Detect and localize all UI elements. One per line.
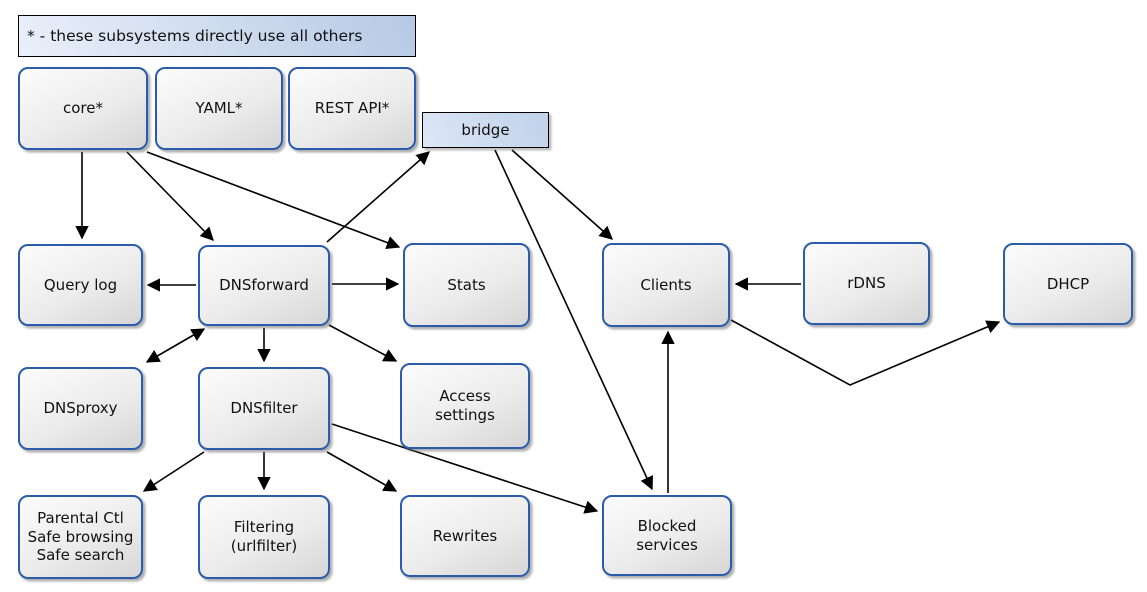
node-dnsproxy-label: DNSproxy xyxy=(43,399,118,418)
legend-text: * - these subsystems directly use all ot… xyxy=(27,27,363,45)
edge-clients-to-dhcp xyxy=(730,319,1001,386)
node-rewrites-label: Rewrites xyxy=(432,526,498,545)
node-restapi-label: REST API* xyxy=(314,99,390,118)
node-dnsforward-label: DNSforward xyxy=(219,276,309,295)
node-stats-label: Stats xyxy=(447,275,486,294)
node-core-label: core* xyxy=(63,99,103,118)
node-dnsfilter: DNSfilter xyxy=(198,367,330,450)
node-bridge: bridge xyxy=(422,112,549,148)
edge-bridge-to-clients xyxy=(511,149,614,240)
node-filtering: Filtering (urlfilter) xyxy=(198,495,330,579)
node-access: Access settings xyxy=(400,363,530,449)
node-clients: Clients xyxy=(602,243,730,327)
node-parental: Parental Ctl Safe browsing Safe search xyxy=(18,495,143,579)
node-rdns-label: rDNS xyxy=(847,274,886,293)
node-dnsfilter-label: DNSfilter xyxy=(230,399,298,418)
node-yaml-label: YAML* xyxy=(195,99,243,118)
node-access-label: Access settings xyxy=(435,387,495,424)
edge-dnsforward-to-access xyxy=(328,324,398,362)
legend-note: * - these subsystems directly use all ot… xyxy=(18,15,416,57)
node-blocked-label: Blocked services xyxy=(636,516,698,554)
edge-dnsforward-to-bridge xyxy=(326,151,431,243)
edge-dnsfilter-to-rewrites xyxy=(326,451,398,492)
edge-core-to-dnsforward xyxy=(126,151,214,241)
node-querylog-label: Query log xyxy=(43,275,118,294)
node-filtering-label: Filtering (urlfilter) xyxy=(230,518,298,555)
node-rewrites: Rewrites xyxy=(400,495,530,577)
node-dnsforward: DNSforward xyxy=(198,245,330,326)
node-rdns: rDNS xyxy=(803,242,930,325)
edge-core-to-stats xyxy=(146,151,401,250)
node-dnsproxy: DNSproxy xyxy=(18,367,143,450)
node-yaml: YAML* xyxy=(155,67,283,150)
node-querylog: Query log xyxy=(18,244,143,326)
node-clients-label: Clients xyxy=(640,275,692,294)
node-stats: Stats xyxy=(403,243,530,327)
node-restapi: REST API* xyxy=(288,67,416,150)
node-dhcp-label: DHCP xyxy=(1046,274,1090,293)
edge-dnsfilter-to-parental xyxy=(142,451,205,492)
edge-dnsforward-to-dnsproxy xyxy=(145,328,206,363)
node-dhcp: DHCP xyxy=(1003,243,1133,325)
node-bridge-label: bridge xyxy=(461,120,510,139)
node-blocked: Blocked services xyxy=(602,495,732,576)
node-core: core* xyxy=(18,67,148,150)
node-parental-label: Parental Ctl Safe browsing Safe search xyxy=(27,508,134,565)
